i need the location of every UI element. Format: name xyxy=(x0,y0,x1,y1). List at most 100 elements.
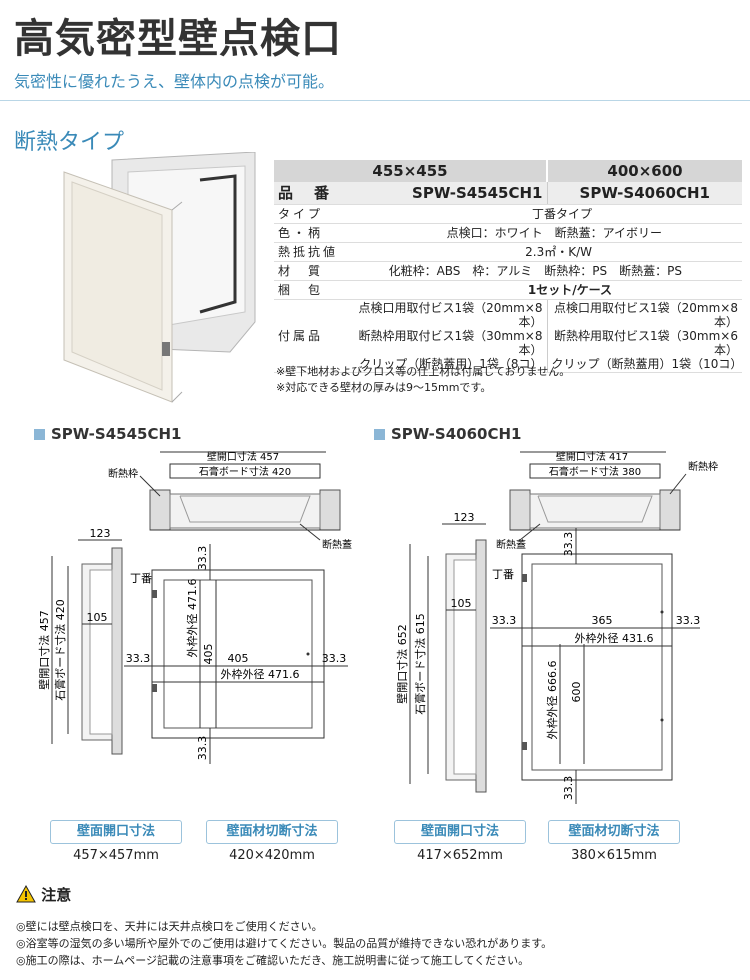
dim-inner-width: 405 xyxy=(228,652,249,665)
spec-row-value: 化粧枠：ABS 枠：アルミ 断熱枠：PS 断熱蓋：PS xyxy=(352,261,742,281)
spec-model-label: 品 番 xyxy=(274,182,352,205)
dim-inner-width: 365 xyxy=(592,614,613,627)
dim-opening-side: 壁開口寸法 652 xyxy=(395,624,409,704)
label-insulation-lid: 断熱蓋 xyxy=(496,538,526,551)
tag-cut-right: 壁面材切断寸法 xyxy=(548,820,680,844)
dim-board-side: 石膏ボード寸法 420 xyxy=(53,599,67,701)
spec-row-label: タイプ xyxy=(274,204,352,224)
spec-row-label: 熱抵抗値 xyxy=(274,242,352,262)
top-view: 壁開口寸法 417 石膏ボード寸法 380 断熱枠 断熱蓋 xyxy=(496,450,718,551)
page-title: 高気密型壁点検口 xyxy=(14,16,342,62)
header-divider xyxy=(0,100,750,101)
spec-note: ※対応できる壁材の厚みは9～15mmです。 xyxy=(276,381,492,394)
accessory-line: 断熱枠用取付ビス1袋（30mm×6本） xyxy=(554,329,738,357)
spec-row-value: 2.3㎡・K/W xyxy=(352,242,742,262)
dim-inner-height: 405 xyxy=(202,644,215,665)
spec-model-a: SPW-S4545CH1 xyxy=(352,182,547,205)
square-bullet-icon xyxy=(374,429,385,440)
spec-row-value: 1セット/ケース xyxy=(352,280,742,300)
spec-row: 材 質 化粧枠：ABS 枠：アルミ 断熱枠：PS 断熱蓋：PS xyxy=(274,261,742,281)
spec-accessory-b: 点検口用取付ビス1袋（20mm×8本） 断熱枠用取付ビス1袋（30mm×6本） … xyxy=(546,299,743,373)
caution-line: ◎施工の際は、ホームページ記載の注意事項をご確認いただき、施工説明書に従って施工… xyxy=(16,954,530,967)
tag-cut-left: 壁面材切断寸法 xyxy=(206,820,338,844)
label-hinge: 丁番 xyxy=(492,568,514,581)
diagram-label-right: SPW-S4060CH1 xyxy=(374,425,521,443)
spec-row-label: 色・柄 xyxy=(274,223,352,243)
dim-board-top: 石膏ボード寸法 420 xyxy=(199,465,291,478)
spec-row-value: 丁番タイプ xyxy=(352,204,742,224)
dim-opening-top: 壁開口寸法 417 xyxy=(556,450,628,463)
value-cut-right: 380×615mm xyxy=(571,848,657,863)
dim-opening-side: 壁開口寸法 457 xyxy=(37,610,51,690)
spec-accessory-a: 点検口用取付ビス1袋（20mm×8本） 断熱枠用取付ビス1袋（30mm×8本） … xyxy=(352,299,547,373)
spec-row: 梱 包 1セット/ケース xyxy=(274,280,742,300)
spec-model-row: 品 番 SPW-S4545CH1 SPW-S4060CH1 xyxy=(274,182,742,205)
spec-note: ※壁下地材およびクロス等の仕上材は付属しておりません。 xyxy=(276,365,571,378)
spec-table: 455×455 400×600 品 番 SPW-S4545CH1 SPW-S40… xyxy=(274,160,742,373)
dim-margin-bottom: 33.3 xyxy=(562,776,575,801)
front-view: 丁番 33.3 33.3 外枠外径 666.6 600 33.3 365 33.… xyxy=(490,528,700,804)
page-subtitle: 気密性に優れたうえ、壁体内の点検が可能。 xyxy=(14,72,335,91)
label-insulation-lid: 断熱蓋 xyxy=(322,538,352,551)
diagram-model: SPW-S4545CH1 xyxy=(51,425,182,443)
dim-margin-left: 33.3 xyxy=(492,614,517,627)
accessory-line: 点検口用取付ビス1袋（20mm×8本） xyxy=(554,301,738,329)
diagram-right: 壁開口寸法 417 石膏ボード寸法 380 断熱枠 断熱蓋 123 105 壁開… xyxy=(395,450,718,804)
section-title: 断熱タイプ xyxy=(14,130,125,155)
dim-margin-right: 33.3 xyxy=(322,652,347,665)
dim-margin-top: 33.3 xyxy=(196,546,209,571)
warning-icon xyxy=(16,884,36,903)
dim-outer-height: 外枠外径 666.6 xyxy=(545,661,559,740)
side-view: 123 105 壁開口寸法 457 石膏ボード寸法 420 xyxy=(37,527,123,755)
diagram-left: 壁開口寸法 457 石膏ボード寸法 420 断熱枠 断熱蓋 123 105 壁開… xyxy=(37,450,352,764)
spec-accessory-label: 付属品 xyxy=(274,299,352,373)
spec-size-a: 455×455 xyxy=(274,160,547,182)
diagram-label-left: SPW-S4545CH1 xyxy=(34,425,181,443)
dim-inner-depth: 105 xyxy=(87,611,108,624)
top-view: 壁開口寸法 457 石膏ボード寸法 420 断熱枠 断熱蓋 xyxy=(108,450,352,551)
dim-inner-height: 600 xyxy=(570,682,583,703)
spec-model-b: SPW-S4060CH1 xyxy=(546,182,742,205)
dim-opening-top: 壁開口寸法 457 xyxy=(207,450,279,463)
caution-line: ◎浴室等の湿気の多い場所や屋外でのご使用は避けてください。製品の品質が維持できな… xyxy=(16,937,553,950)
accessory-line: 断熱枠用取付ビス1袋（30mm×8本） xyxy=(358,329,543,357)
side-view: 123 105 壁開口寸法 652 石膏ボード寸法 615 xyxy=(395,511,487,793)
value-opening-left: 457×457mm xyxy=(73,848,159,863)
spec-size-b: 400×600 xyxy=(546,160,742,182)
accessory-line: クリップ（断熱蓋用）1袋（10コ） xyxy=(551,357,743,371)
caution-line: ◎壁には壁点検口を、天井には天井点検口をご使用ください。 xyxy=(16,920,323,933)
dim-board-top: 石膏ボード寸法 380 xyxy=(549,465,641,478)
value-opening-right: 417×652mm xyxy=(417,848,503,863)
spec-size-row: 455×455 400×600 xyxy=(274,160,742,182)
dim-outer-width: 外枠外径 471.6 xyxy=(221,667,300,681)
dim-depth: 123 xyxy=(90,527,111,540)
value-cut-left: 420×420mm xyxy=(229,848,315,863)
spec-row: タイプ 丁番タイプ xyxy=(274,204,742,224)
dim-outer-width: 外枠外径 431.6 xyxy=(575,631,654,645)
dim-board-side: 石膏ボード寸法 615 xyxy=(413,613,427,715)
spec-row: 熱抵抗値 2.3㎡・K/W xyxy=(274,242,742,262)
product-image xyxy=(63,152,256,403)
dim-outer-height: 外枠外径 471.6 xyxy=(185,579,199,658)
label-insulation-frame: 断熱枠 xyxy=(108,467,138,480)
caution-heading: 注意 xyxy=(16,884,71,905)
dim-margin-right: 33.3 xyxy=(676,614,701,627)
tag-opening-left: 壁面開口寸法 xyxy=(50,820,182,844)
dim-margin-left: 33.3 xyxy=(126,652,151,665)
spec-row-label: 梱 包 xyxy=(274,280,352,300)
dim-margin-bottom: 33.3 xyxy=(196,736,209,761)
caution-title: 注意 xyxy=(41,886,72,904)
dim-inner-depth: 105 xyxy=(451,597,472,610)
tag-opening-right: 壁面開口寸法 xyxy=(394,820,526,844)
label-insulation-frame: 断熱枠 xyxy=(688,460,718,473)
square-bullet-icon xyxy=(34,429,45,440)
dim-depth: 123 xyxy=(454,511,475,524)
front-view: 丁番 33.3 33.3 外枠外径 471.6 405 33.3 405 33.… xyxy=(124,544,348,764)
spec-row: 色・柄 点検口：ホワイト 断熱蓋：アイボリー xyxy=(274,223,742,243)
dim-margin-top: 33.3 xyxy=(562,532,575,557)
accessory-line: クリップ（断熱蓋用）1袋（8コ） xyxy=(359,357,543,371)
spec-accessory-row: 付属品 点検口用取付ビス1袋（20mm×8本） 断熱枠用取付ビス1袋（30mm×… xyxy=(274,299,743,373)
accessory-line: 点検口用取付ビス1袋（20mm×8本） xyxy=(358,301,543,329)
spec-row-value: 点検口：ホワイト 断熱蓋：アイボリー xyxy=(352,223,742,243)
spec-row-label: 材 質 xyxy=(274,261,352,281)
